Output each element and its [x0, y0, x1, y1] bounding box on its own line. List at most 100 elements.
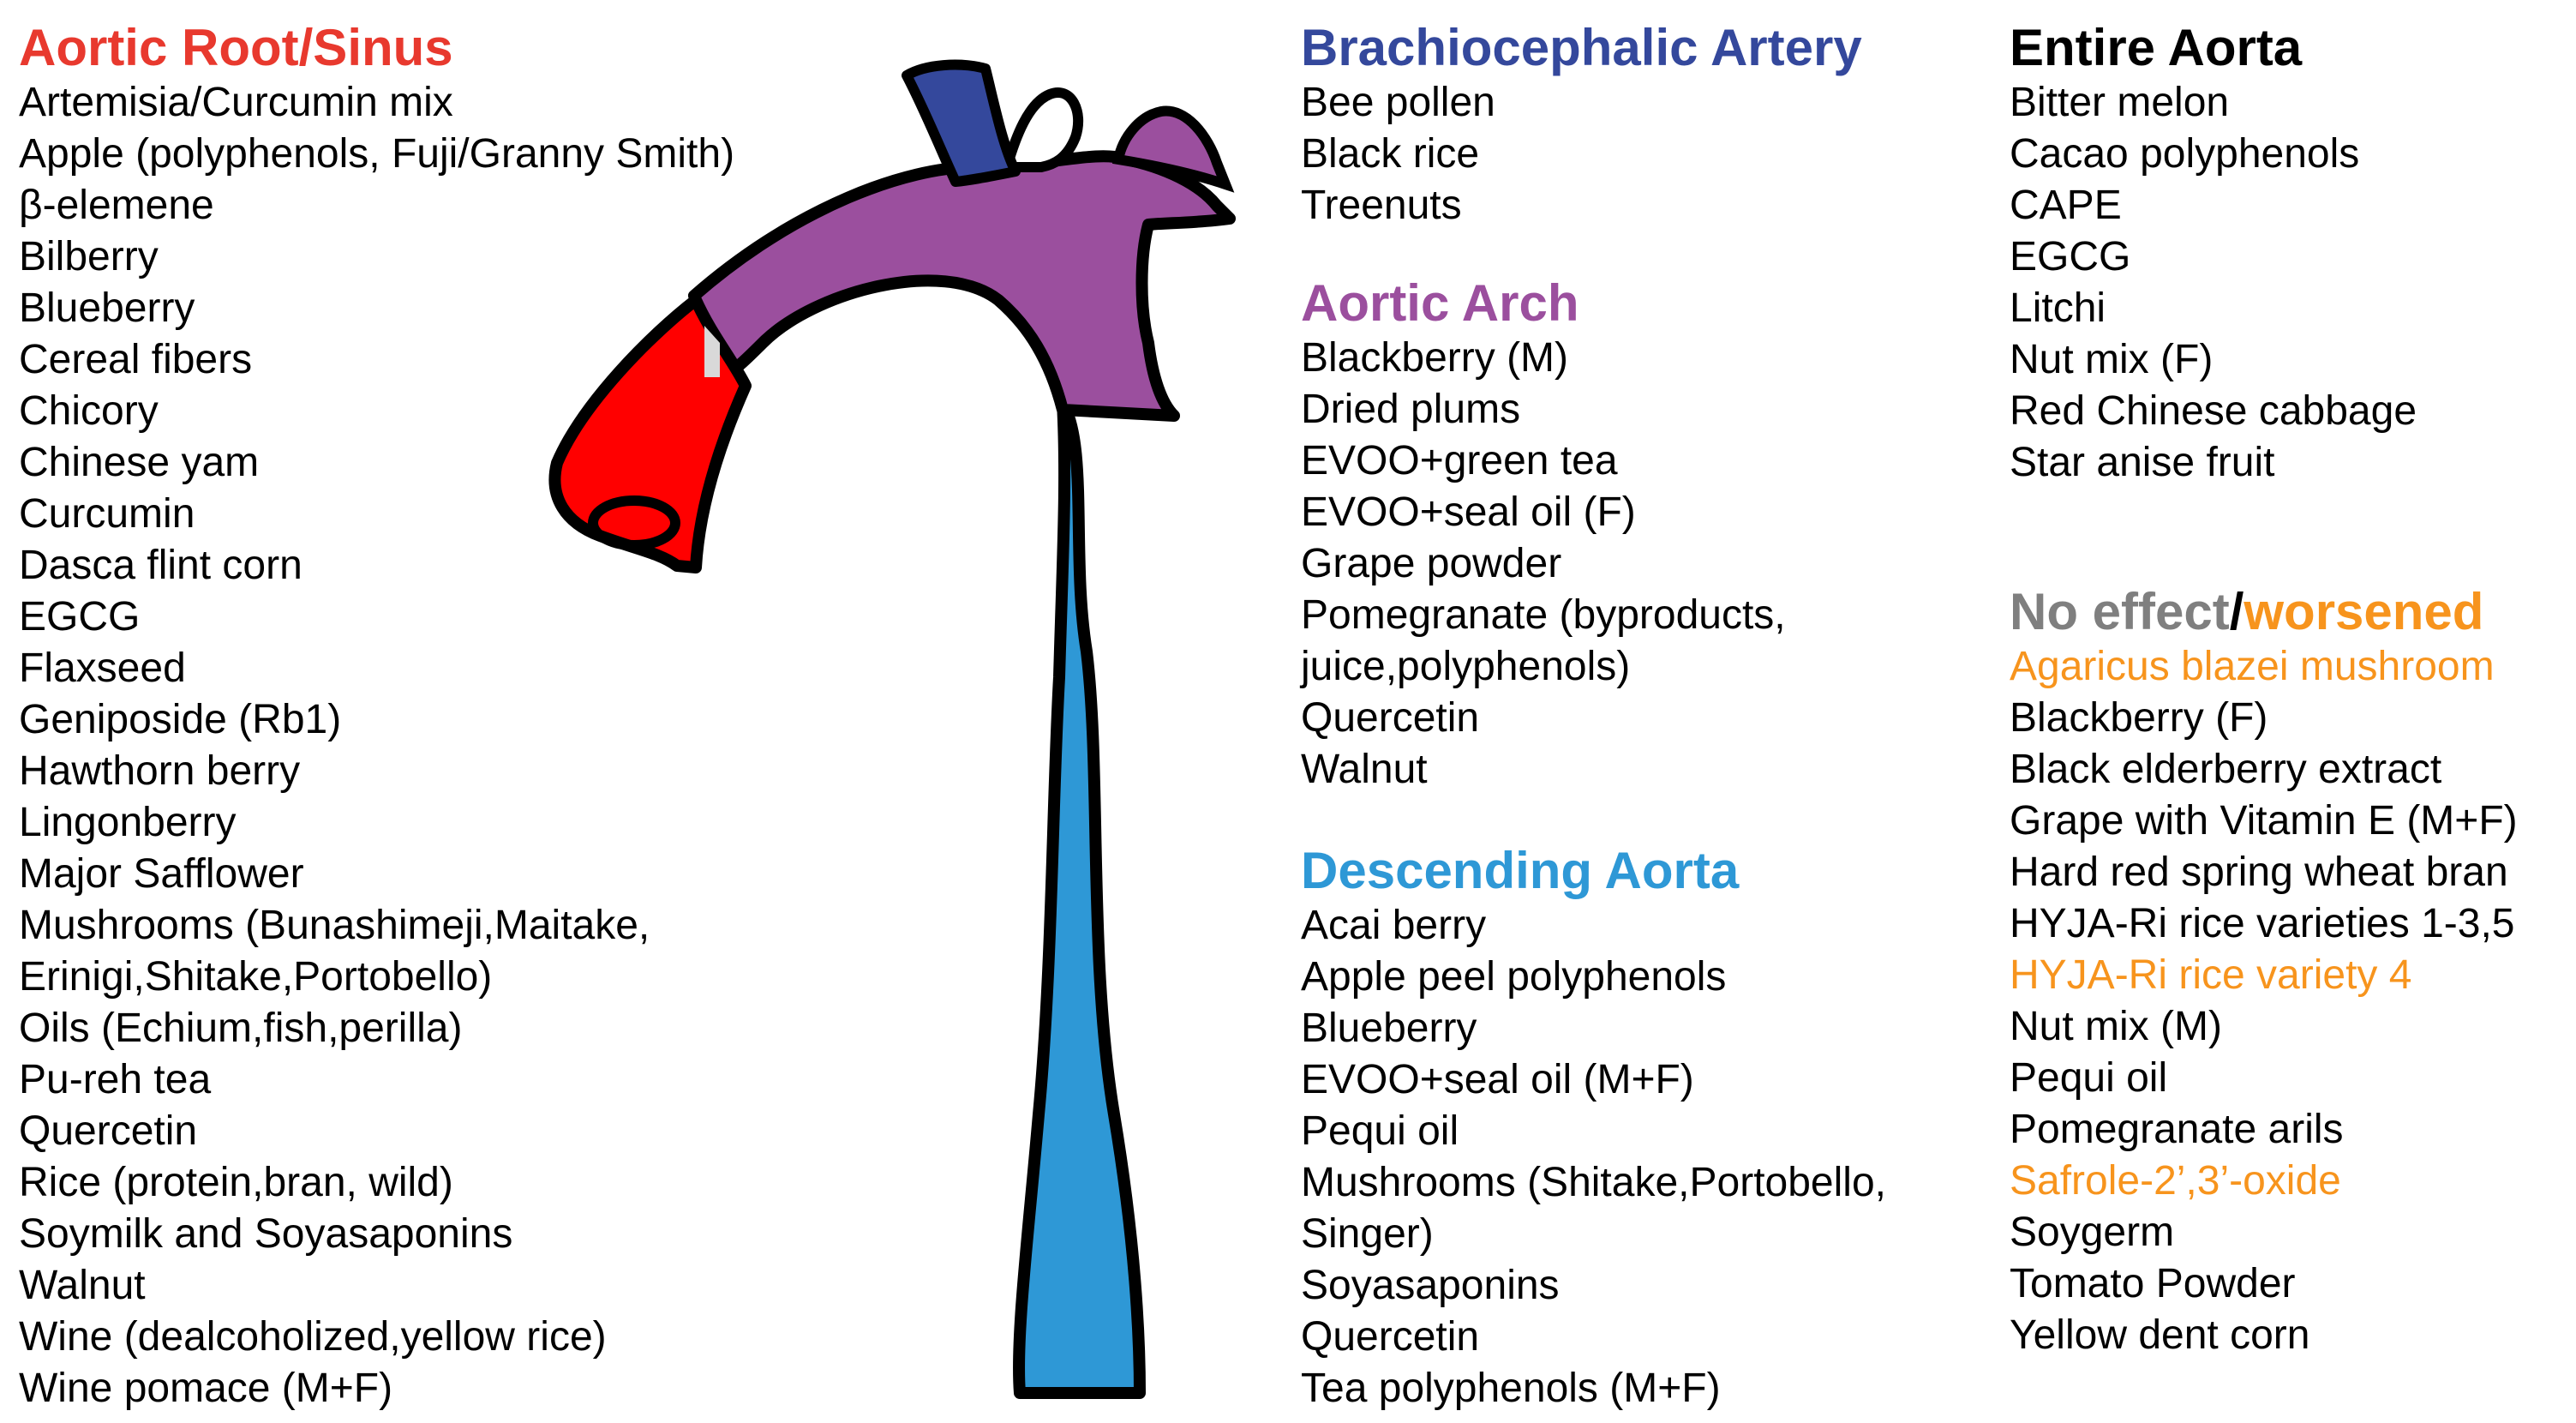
heading-descending-aorta: Descending Aorta	[1301, 842, 1740, 899]
list-item: Soyasaponins	[1301, 1263, 1560, 1308]
heading-brachiocephalic: Brachiocephalic Artery	[1301, 19, 1862, 76]
descending-aorta-shape	[1013, 397, 1146, 1399]
list-item: Bitter melon	[2010, 80, 2230, 125]
arch-branch-gap-2	[1111, 105, 1235, 193]
list-item: Acai berry	[1301, 903, 1487, 948]
list-item: juice,polyphenols)	[1301, 644, 1631, 689]
list-item: Dried plums	[1301, 387, 1521, 432]
list-item: Yellow dent corn	[2010, 1312, 2310, 1358]
list-item: Mushrooms (Shitake,Portobello,	[1301, 1160, 1886, 1205]
list-item: Blueberry	[19, 285, 195, 331]
list-item: β-elemene	[19, 183, 214, 228]
brachiocephalic-shape	[902, 59, 1021, 187]
section-aortic-root: Aortic Root/Sinus Artemisia/Curcumin mix…	[19, 19, 734, 1414]
list-item: Hawthorn berry	[19, 748, 301, 794]
aortic-root-shape	[548, 294, 752, 573]
list-item: Bee pollen	[1301, 80, 1495, 125]
list-item: Curcumin	[19, 491, 195, 537]
heading-no-effect-worsened: No effect/worsened	[2010, 583, 2518, 641]
list-item: Walnut	[19, 1263, 146, 1308]
list-item: Erinigi,Shitake,Portobello)	[19, 954, 493, 1000]
list-item: EGCG	[2010, 234, 2131, 279]
aortic-valve-ring	[588, 495, 680, 550]
arch-branch-gap-1	[1000, 87, 1084, 172]
list-item: Quercetin	[1301, 1314, 1480, 1360]
heading-entire-aorta: Entire Aorta	[2010, 19, 2303, 76]
list-item: Oils (Echium,fish,perilla)	[19, 1006, 463, 1051]
list-item: Treenuts	[1301, 183, 1462, 228]
list-item: Geniposide (Rb1)	[19, 697, 342, 742]
section-no-effect-worsened: No effect/worsened Agaricus blazei mushr…	[2010, 583, 2518, 1361]
list-item: Blackberry (F)	[2010, 695, 2268, 741]
list-item: Chinese yam	[19, 440, 260, 485]
list-item: Cacao polyphenols	[2010, 131, 2360, 177]
list-item: HYJA-Ri rice varieties 1-3,5	[2010, 901, 2515, 946]
list-item: Soygerm	[2010, 1210, 2175, 1255]
list-item: Pequi oil	[2010, 1055, 2168, 1101]
list-item: EVOO+green tea	[1301, 438, 1618, 483]
list-item: HYJA-Ri rice variety 4	[2010, 952, 2412, 998]
aortic-arch-shape	[688, 150, 1236, 422]
list-item: Singer)	[1301, 1211, 1434, 1257]
list-item: Bilberry	[19, 234, 159, 279]
list-item: Nut mix (M)	[2010, 1004, 2222, 1049]
list-item: Walnut	[1301, 747, 1428, 792]
list-item: Blackberry (M)	[1301, 335, 1569, 381]
aorta-diagram	[548, 59, 1236, 1399]
list-item: Flaxseed	[19, 645, 186, 691]
list-item: Mushrooms (Bunashimeji,Maitake,	[19, 903, 650, 948]
list-item: Star anise fruit	[2010, 440, 2275, 485]
list-item: Tea polyphenols (M+F)	[1301, 1366, 1721, 1411]
list-item: Black elderberry extract	[2010, 747, 2442, 792]
heading-aortic-arch: Aortic Arch	[1301, 274, 1579, 332]
list-item: Safrole-2’,3’-oxide	[2010, 1158, 2341, 1204]
list-item: Pomegranate (byproducts,	[1301, 592, 1786, 638]
list-item: Nut mix (F)	[2010, 337, 2214, 382]
list-item: Major Safflower	[19, 851, 304, 897]
heading-aortic-root: Aortic Root/Sinus	[19, 19, 453, 76]
list-item: Dasca flint corn	[19, 543, 303, 588]
list-item: Apple peel polyphenols	[1301, 954, 1727, 1000]
list-item: Wine pomace (M+F)	[19, 1366, 393, 1411]
list-item: EGCG	[19, 594, 141, 639]
list-item: Tomato Powder	[2010, 1261, 2296, 1306]
list-item: Soymilk and Soyasaponins	[19, 1211, 513, 1257]
list-item: Pu-reh tea	[19, 1057, 212, 1102]
list-item: Agaricus blazei mushroom	[2010, 644, 2495, 689]
list-item: Chicory	[19, 388, 159, 434]
list-item: Black rice	[1301, 131, 1480, 177]
heading-no-effect: No effect	[2010, 583, 2230, 640]
list-item: Pequi oil	[1301, 1108, 1459, 1154]
list-item: EVOO+seal oil (F)	[1301, 489, 1636, 535]
list-item: Hard red spring wheat bran	[2010, 850, 2508, 895]
list-item: CAPE	[2010, 183, 2122, 228]
list-item: Quercetin	[19, 1108, 198, 1154]
list-item: EVOO+seal oil (M+F)	[1301, 1057, 1694, 1102]
list-item: Artemisia/Curcumin mix	[19, 80, 453, 125]
heading-separator: /	[2229, 583, 2244, 640]
list-item: Cereal fibers	[19, 337, 253, 382]
root-highlight	[704, 326, 720, 377]
list-item: Red Chinese cabbage	[2010, 388, 2417, 434]
list-item: Wine (dealcoholized,yellow rice)	[19, 1314, 607, 1360]
list-item: Lingonberry	[19, 800, 237, 845]
list-item: Pomegranate arils	[2010, 1107, 2344, 1152]
list-item: Quercetin	[1301, 695, 1480, 741]
list-item: Rice (protein,bran, wild)	[19, 1160, 453, 1205]
list-item: Grape powder	[1301, 541, 1562, 586]
heading-worsened: worsened	[2244, 583, 2484, 640]
list-item: Litchi	[2010, 285, 2106, 331]
list-item: Apple (polyphenols, Fuji/Granny Smith)	[19, 131, 735, 177]
list-item: Grape with Vitamin E (M+F)	[2010, 798, 2518, 844]
list-item: Blueberry	[1301, 1006, 1477, 1051]
